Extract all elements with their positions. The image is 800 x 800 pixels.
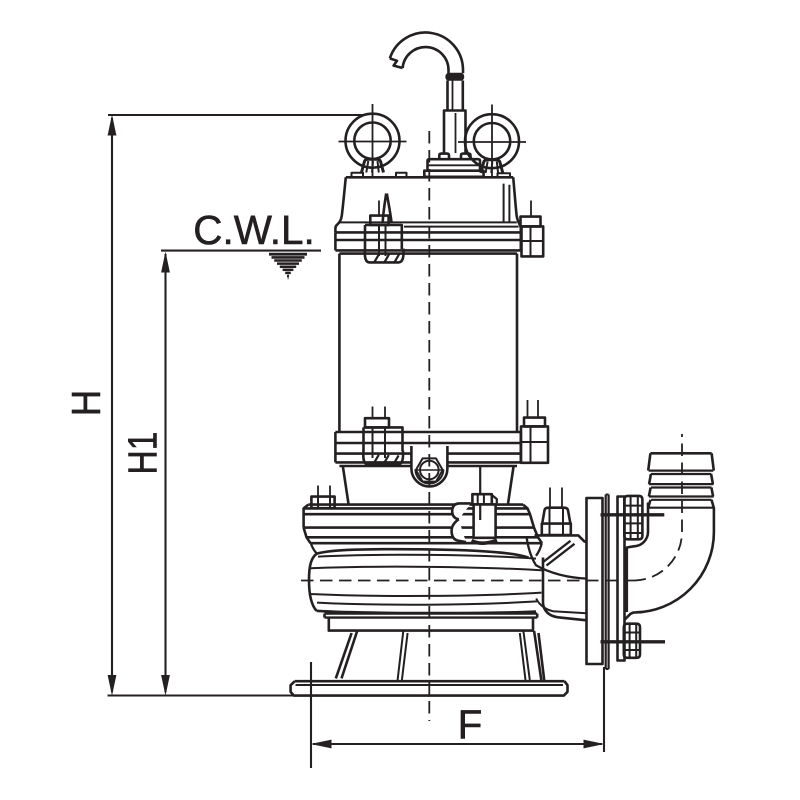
svg-text:H: H <box>63 390 109 417</box>
svg-text:H1: H1 <box>120 432 166 475</box>
svg-text:F: F <box>458 702 483 748</box>
svg-text:C.W.L.: C.W.L. <box>193 207 315 253</box>
